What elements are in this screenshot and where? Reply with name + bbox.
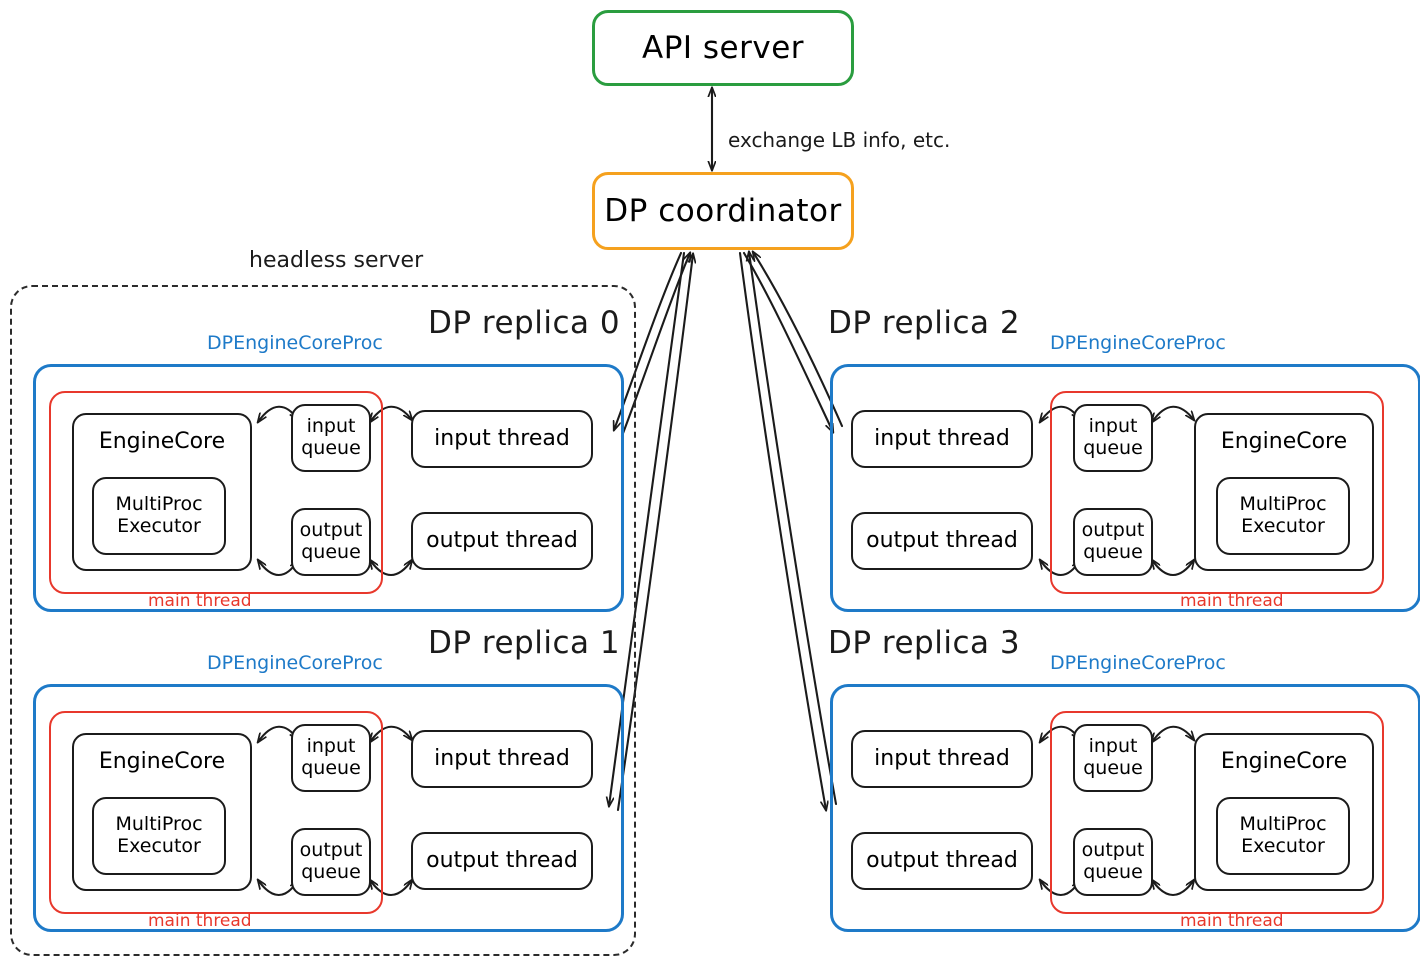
replica-1-input-queue-line1: input xyxy=(306,735,356,758)
replica-3-executor-line2: Executor xyxy=(1241,835,1325,857)
replica-3-output-thread-box[interactable]: output thread xyxy=(851,832,1033,890)
replica-0-title: DP replica 0 xyxy=(428,305,621,341)
replica-2-output-queue-line2: queue xyxy=(1083,541,1143,563)
replica-1-engine-core-label: EngineCore xyxy=(98,749,226,774)
replica-1-proc-label: DPEngineCoreProc xyxy=(207,652,383,674)
replica-2-input-queue-box[interactable]: input queue xyxy=(1073,404,1153,472)
replica-3-input-queue-box[interactable]: input queue xyxy=(1073,724,1153,792)
replica-0-input-queue-box[interactable]: input queue xyxy=(291,404,371,472)
replica-2-main-thread-label: main thread xyxy=(1180,591,1284,611)
replica-3-input-thread-box[interactable]: input thread xyxy=(851,730,1033,788)
replica-3-main-thread-label: main thread xyxy=(1180,911,1284,931)
replica-2-executor-box[interactable]: MultiProc Executor xyxy=(1216,477,1350,555)
replica-1-input-queue-box[interactable]: input queue xyxy=(291,724,371,792)
edge-coordinator-replica-3 xyxy=(738,252,838,810)
replica-1-main-thread-box[interactable] xyxy=(49,711,383,914)
replica-2-output-thread-box[interactable]: output thread xyxy=(851,512,1033,570)
replica-0-output-thread-box[interactable]: output thread xyxy=(411,512,593,570)
replica-2-output-thread-label: output thread xyxy=(866,528,1018,554)
replica-0-input-thread-box[interactable]: input thread xyxy=(411,410,593,468)
replica-3-input-queue-line1: input xyxy=(1088,735,1138,758)
replica-2-executor-line2: Executor xyxy=(1241,515,1325,537)
replica-0-main-thread-label: main thread xyxy=(148,591,252,611)
replica-0-main-thread-box[interactable] xyxy=(49,391,383,594)
replica-0-proc-box[interactable] xyxy=(33,364,624,612)
replica-2-output-queue-box[interactable]: output queue xyxy=(1073,508,1153,576)
replica-2-executor-line1: MultiProc xyxy=(1239,493,1327,516)
replica-1-output-queue-line1: output xyxy=(299,839,363,862)
replica-1-proc-box[interactable] xyxy=(33,684,624,932)
dp-coordinator-label: DP coordinator xyxy=(604,192,842,229)
headless-server-label: headless server xyxy=(249,248,424,273)
replica-2-title: DP replica 2 xyxy=(828,305,1021,341)
replica-0-output-thread-label: output thread xyxy=(426,528,578,554)
replica-2-input-queue-line1: input xyxy=(1088,415,1138,438)
edge-coordinator-replica-2 xyxy=(742,252,844,432)
api-server-label: API server xyxy=(641,29,805,66)
replica-0-executor-line1: MultiProc xyxy=(115,493,203,516)
replica-0-proc-label: DPEngineCoreProc xyxy=(207,332,383,354)
replica-3-output-queue-line2: queue xyxy=(1083,861,1143,883)
replica-2-main-thread-box[interactable] xyxy=(1050,391,1384,594)
replica-3-input-thread-label: input thread xyxy=(874,746,1010,772)
replica-1-title: DP replica 1 xyxy=(428,625,621,661)
replica-2-input-queue-line2: queue xyxy=(1083,437,1143,459)
replica-0-executor-line2: Executor xyxy=(117,515,201,537)
replica-1-executor-box[interactable]: MultiProc Executor xyxy=(92,797,226,875)
replica-2-proc-label: DPEngineCoreProc xyxy=(1050,332,1226,354)
replica-2-output-queue-line1: output xyxy=(1081,519,1145,542)
replica-1-output-queue-box[interactable]: output queue xyxy=(291,828,371,896)
replica-3-engine-core-label: EngineCore xyxy=(1220,749,1348,774)
replica-0-output-queue-line2: queue xyxy=(301,541,361,563)
replica-3-title: DP replica 3 xyxy=(828,625,1021,661)
replica-3-output-queue-box[interactable]: output queue xyxy=(1073,828,1153,896)
replica-3-output-queue-line1: output xyxy=(1081,839,1145,862)
replica-1-output-thread-box[interactable]: output thread xyxy=(411,832,593,890)
replica-1-input-queue-line2: queue xyxy=(301,757,361,779)
replica-0-input-queue-line2: queue xyxy=(301,437,361,459)
replica-1-input-thread-label: input thread xyxy=(434,746,570,772)
replica-1-output-queue-line2: queue xyxy=(301,861,361,883)
headless-server-boundary xyxy=(10,285,636,956)
replica-3-executor-line1: MultiProc xyxy=(1239,813,1327,836)
replica-0-engine-core-label: EngineCore xyxy=(98,429,226,454)
replica-3-main-thread-box[interactable] xyxy=(1050,711,1384,914)
exchange-link-label: exchange LB info, etc. xyxy=(728,128,951,152)
replica-0-input-thread-label: input thread xyxy=(434,426,570,452)
replica-1-executor-line2: Executor xyxy=(117,835,201,857)
replica-1-output-thread-label: output thread xyxy=(426,848,578,874)
replica-3-proc-box[interactable] xyxy=(830,684,1420,932)
replica-1-executor-line1: MultiProc xyxy=(115,813,203,836)
replica-3-input-queue-line2: queue xyxy=(1083,757,1143,779)
replica-1-input-thread-box[interactable]: input thread xyxy=(411,730,593,788)
replica-2-proc-box[interactable] xyxy=(830,364,1420,612)
replica-0-output-queue-box[interactable]: output queue xyxy=(291,508,371,576)
dp-coordinator-box[interactable]: DP coordinator xyxy=(592,172,854,250)
replica-3-executor-box[interactable]: MultiProc Executor xyxy=(1216,797,1350,875)
replica-3-output-thread-label: output thread xyxy=(866,848,1018,874)
replica-1-main-thread-label: main thread xyxy=(148,911,252,931)
replica-2-engine-core-label: EngineCore xyxy=(1220,429,1348,454)
replica-2-input-thread-box[interactable]: input thread xyxy=(851,410,1033,468)
replica-3-proc-label: DPEngineCoreProc xyxy=(1050,652,1226,674)
replica-0-executor-box[interactable]: MultiProc Executor xyxy=(92,477,226,555)
api-server-box[interactable]: API server xyxy=(592,10,854,86)
replica-2-input-thread-label: input thread xyxy=(874,426,1010,452)
replica-0-input-queue-line1: input xyxy=(306,415,356,438)
edge-coordinator-replica-1 xyxy=(609,251,693,812)
replica-0-output-queue-line1: output xyxy=(299,519,363,542)
